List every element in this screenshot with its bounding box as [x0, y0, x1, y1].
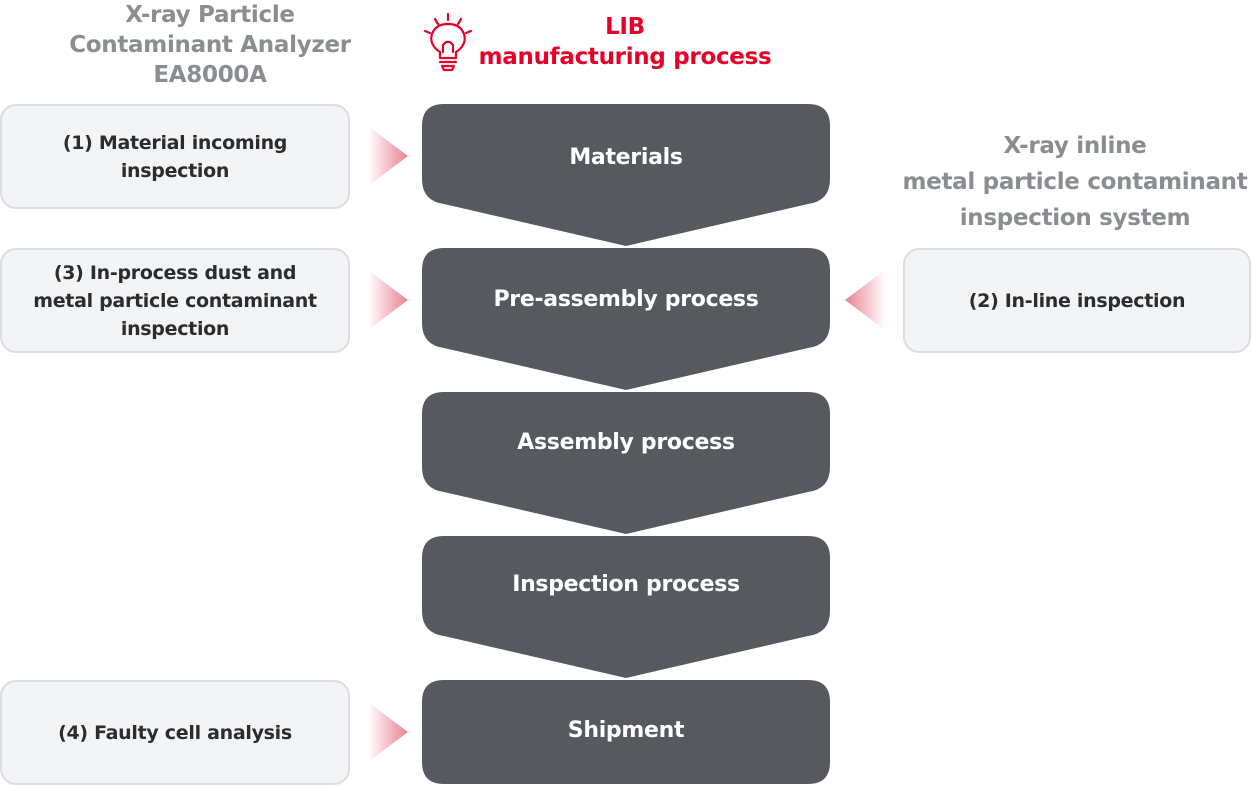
inspection-text: metal particle contaminant — [33, 289, 317, 312]
step-shape-pre-assembly — [422, 248, 830, 390]
inspection-text: inspection — [120, 159, 230, 182]
step-shipment: Shipment — [567, 718, 685, 743]
arrow-faulty-cell-icon — [368, 702, 408, 762]
step-shape-inspection — [422, 536, 830, 678]
inspection-text: (2) In-line inspection — [968, 289, 1186, 312]
lightbulb-icon — [423, 12, 473, 72]
analyzer-heading-line: Contaminant Analyzer — [69, 32, 351, 58]
inline-system-heading-line: metal particle contaminant — [902, 169, 1248, 195]
step-materials: Materials — [569, 145, 683, 170]
step-pre-assembly: Pre-assembly process — [493, 287, 759, 312]
process-heading-line: LIB — [605, 14, 645, 40]
analyzer-heading: X-ray Particle Contaminant Analyzer EA80… — [0, 0, 420, 90]
process-heading-line: manufacturing process — [478, 44, 772, 70]
inspection-text: (1) Material incoming — [62, 131, 288, 154]
inspection-in-line: (2) In-line inspection — [903, 248, 1251, 353]
step-assembly: Assembly process — [517, 430, 735, 455]
arrow-in-line-icon — [845, 270, 885, 330]
step-inspection: Inspection process — [512, 572, 740, 597]
process-heading: LIB manufacturing process — [460, 12, 790, 72]
analyzer-heading-line: X-ray Particle — [125, 2, 295, 28]
analyzer-heading-line: EA8000A — [153, 62, 267, 88]
inspection-text: (4) Faulty cell analysis — [58, 721, 292, 744]
step-shape-shipment — [422, 680, 830, 784]
inspection-text: inspection — [120, 317, 230, 340]
inline-system-heading-line: X-ray inline — [1003, 133, 1147, 159]
inspection-text: (3) In-process dust and — [53, 261, 297, 284]
inspection-material-incoming: (1) Material incoming inspection — [0, 104, 350, 209]
step-shape-materials — [422, 104, 830, 246]
inline-system-heading: X-ray inline metal particle contaminant … — [885, 128, 1252, 236]
step-shape-assembly — [422, 392, 830, 534]
arrow-in-process-dust-icon — [368, 270, 408, 330]
arrow-material-incoming-icon — [368, 126, 408, 186]
inspection-in-process-dust: (3) In-process dust and metal particle c… — [0, 248, 350, 353]
inspection-faulty-cell: (4) Faulty cell analysis — [0, 680, 350, 785]
inline-system-heading-line: inspection system — [959, 205, 1191, 231]
